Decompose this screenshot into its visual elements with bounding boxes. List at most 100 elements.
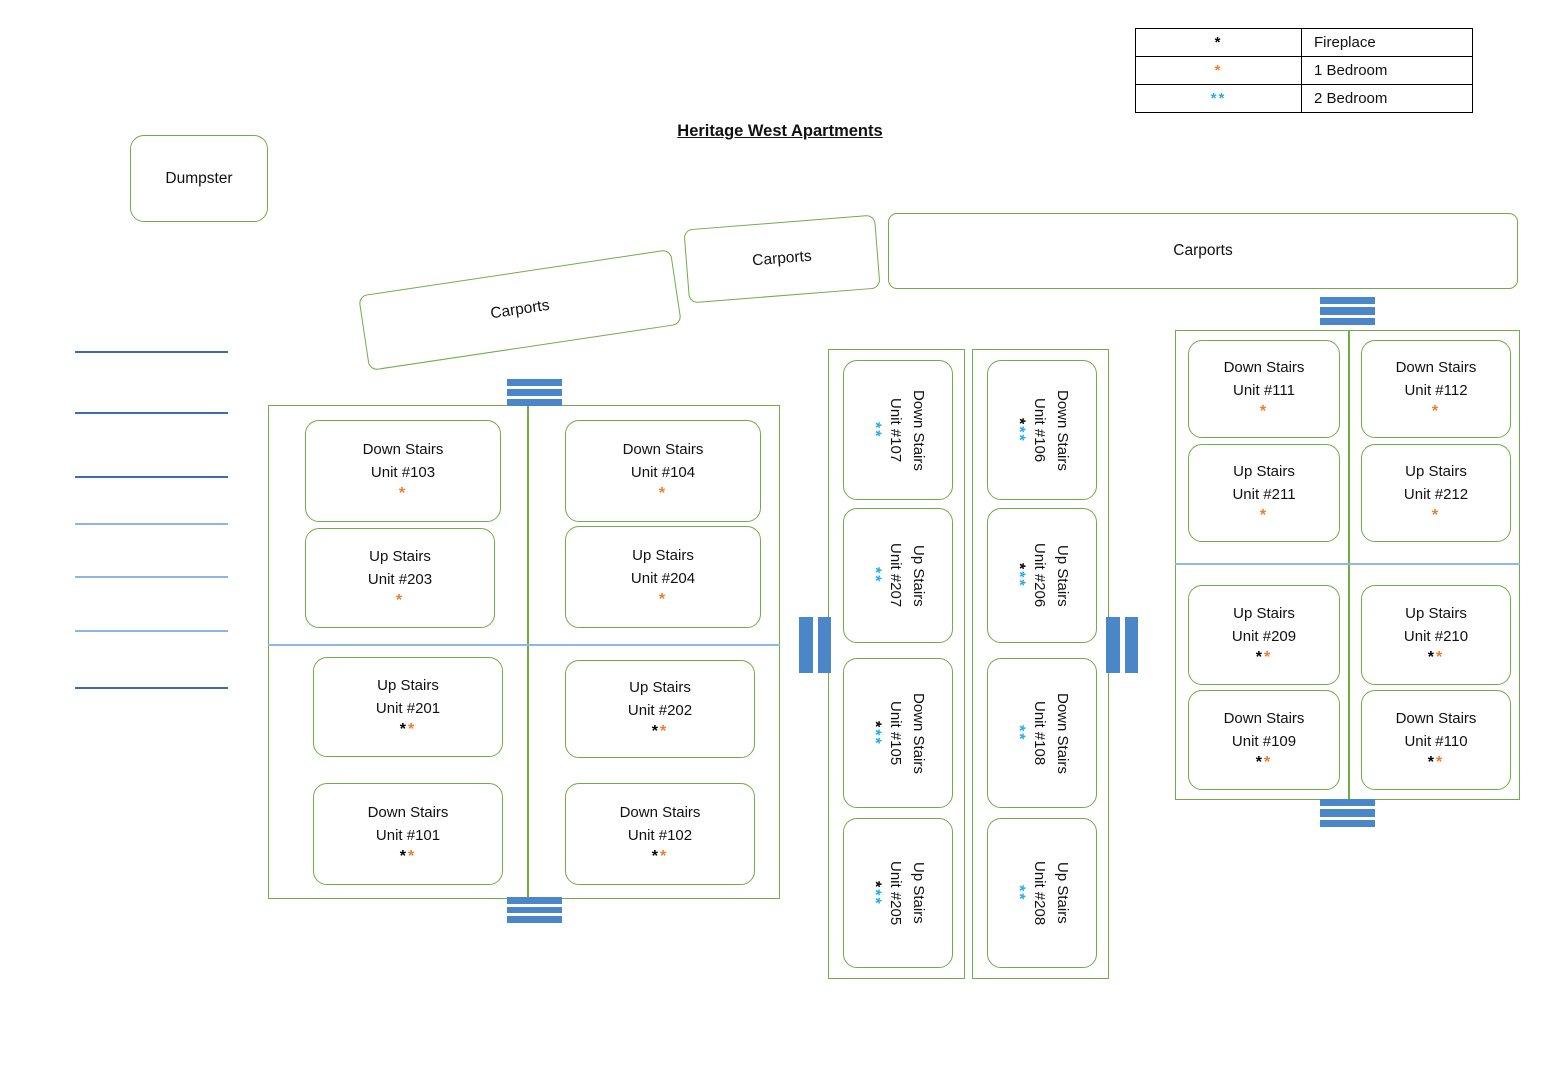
unit-stairs-label: Down Stairs xyxy=(910,692,928,774)
stairs-icon xyxy=(507,897,562,924)
unit-amenity-stars: ** xyxy=(1255,753,1273,771)
unit-107: Down Stairs Unit #107 ** xyxy=(843,360,953,500)
unit-number-label: Unit #106 xyxy=(1030,397,1048,463)
stairs-icon xyxy=(1320,799,1375,827)
unit-stairs-label: Down Stairs xyxy=(362,441,444,459)
stairs-icon xyxy=(1106,617,1138,673)
unit-amenity-stars: ** xyxy=(866,421,884,439)
unit-stairs-label: Up Stairs xyxy=(632,547,694,565)
unit-stairs-label: Up Stairs xyxy=(1233,463,1295,481)
unit-number-label: Unit #201 xyxy=(375,700,441,718)
building-walkway-line xyxy=(268,644,780,646)
unit-stairs-label: Down Stairs xyxy=(1395,710,1477,728)
unit-stairs-label: Up Stairs xyxy=(1233,605,1295,623)
unit-number-label: Unit #102 xyxy=(627,827,693,845)
unit-stairs-label: Down Stairs xyxy=(1054,692,1072,774)
unit-204: Up Stairs Unit #204 * xyxy=(565,526,761,628)
carport-left: Carports xyxy=(358,249,682,371)
legend-row-2bedroom: ** 2 Bedroom xyxy=(1136,85,1472,112)
unit-number-label: Unit #112 xyxy=(1404,382,1468,400)
unit-number-label: Unit #110 xyxy=(1404,733,1468,751)
legend-row-1bedroom: * 1 Bedroom xyxy=(1136,57,1472,85)
unit-amenity-stars: ** xyxy=(651,722,669,740)
unit-amenity-stars: ** xyxy=(1010,884,1028,902)
unit-amenity-stars: * xyxy=(395,591,405,609)
legend-label: 2 Bedroom xyxy=(1314,90,1388,107)
unit-108: Down Stairs Unit #108 ** xyxy=(987,658,1097,808)
unit-number-label: Unit #206 xyxy=(1030,543,1048,608)
unit-211: Up Stairs Unit #211 * xyxy=(1188,444,1340,542)
unit-202: Up Stairs Unit #202 ** xyxy=(565,660,755,758)
legend-row-fireplace: * Fireplace xyxy=(1136,29,1472,57)
unit-stairs-label: Up Stairs xyxy=(1405,463,1467,481)
unit-stairs-label: Down Stairs xyxy=(1395,359,1477,377)
parking-line xyxy=(75,351,228,353)
parking-line xyxy=(75,630,228,632)
building-divider xyxy=(527,406,529,898)
unit-amenity-stars: ** xyxy=(399,847,417,865)
legend-label: 1 Bedroom xyxy=(1314,62,1388,79)
unit-112: Down Stairs Unit #112 * xyxy=(1361,340,1511,438)
unit-number-label: Unit #111 xyxy=(1233,382,1295,400)
unit-number-label: Unit #203 xyxy=(367,571,433,589)
unit-amenity-stars: * xyxy=(1431,402,1441,420)
unit-stairs-label: Up Stairs xyxy=(1405,605,1467,623)
unit-212: Up Stairs Unit #212 * xyxy=(1361,444,1511,542)
dumpster-box: Dumpster xyxy=(130,135,268,222)
unit-number-label: Unit #109 xyxy=(1231,733,1297,751)
unit-number-label: Unit #103 xyxy=(370,464,436,482)
carport-middle: Carports xyxy=(683,214,881,304)
unit-amenity-stars: * xyxy=(1259,402,1269,420)
unit-102: Down Stairs Unit #102 ** xyxy=(565,783,755,885)
unit-number-label: Unit #209 xyxy=(1231,628,1297,646)
unit-amenity-stars: ** xyxy=(651,847,669,865)
two-bedroom-symbol: ** xyxy=(1136,85,1302,112)
one-bedroom-symbol: * xyxy=(1136,57,1302,84)
carport-label: Carports xyxy=(1173,242,1233,259)
unit-number-label: Unit #202 xyxy=(627,702,693,720)
unit-106: Down Stairs Unit #106 *** xyxy=(987,360,1097,500)
unit-stairs-label: Up Stairs xyxy=(1054,862,1072,924)
unit-stairs-label: Up Stairs xyxy=(910,544,928,607)
unit-stairs-label: Down Stairs xyxy=(619,804,701,822)
unit-stairs-label: Up Stairs xyxy=(1054,544,1072,607)
unit-109: Down Stairs Unit #109 ** xyxy=(1188,690,1340,790)
unit-stairs-label: Down Stairs xyxy=(622,441,704,459)
stairs-icon xyxy=(799,617,831,673)
unit-amenity-stars: * xyxy=(1431,506,1441,524)
carport-label: Carports xyxy=(751,247,813,270)
unit-amenity-stars: ** xyxy=(1010,724,1028,742)
unit-stairs-label: Down Stairs xyxy=(1223,710,1305,728)
unit-amenity-stars: ** xyxy=(1427,753,1445,771)
unit-amenity-stars: ** xyxy=(399,720,417,738)
unit-number-label: Unit #210 xyxy=(1403,628,1469,646)
unit-number-label: Unit #211 xyxy=(1232,486,1296,504)
unit-number-label: Unit #104 xyxy=(630,464,696,482)
unit-stairs-label: Down Stairs xyxy=(367,804,449,822)
unit-stairs-label: Up Stairs xyxy=(910,862,928,924)
unit-stairs-label: Down Stairs xyxy=(910,389,928,471)
unit-amenity-stars: * xyxy=(398,484,408,502)
unit-stairs-label: Up Stairs xyxy=(377,677,439,695)
unit-number-label: Unit #212 xyxy=(1403,486,1469,504)
legend-label: Fireplace xyxy=(1314,34,1376,51)
unit-number-label: Unit #108 xyxy=(1030,700,1048,766)
carport-label: Carports xyxy=(489,296,551,323)
unit-205: Up Stairs Unit #205 *** xyxy=(843,818,953,968)
building-walkway-line xyxy=(1175,563,1520,565)
unit-amenity-stars: ** xyxy=(1427,648,1445,666)
fireplace-symbol: * xyxy=(1136,29,1302,56)
unit-101: Down Stairs Unit #101 ** xyxy=(313,783,503,885)
unit-number-label: Unit #205 xyxy=(886,860,904,926)
unit-207: Up Stairs Unit #207 ** xyxy=(843,508,953,643)
unit-number-label: Unit #105 xyxy=(886,700,904,766)
parking-line xyxy=(75,576,228,578)
unit-number-label: Unit #208 xyxy=(1030,860,1048,926)
page-title: Heritage West Apartments xyxy=(677,122,883,140)
unit-amenity-stars: *** xyxy=(1010,417,1028,443)
stairs-icon xyxy=(1320,297,1375,325)
unit-111: Down Stairs Unit #111 * xyxy=(1188,340,1340,438)
building-divider xyxy=(1348,331,1350,799)
parking-line xyxy=(75,523,228,525)
